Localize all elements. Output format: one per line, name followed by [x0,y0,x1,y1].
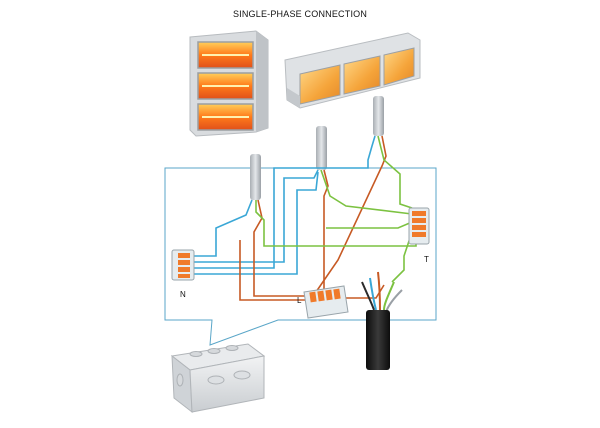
neutral-wires [184,135,376,275]
triple-lamp-vertical-heater [189,30,269,137]
supply-cable [361,271,403,370]
triple-lamp-horizontal-heater [284,32,421,109]
junction-box [170,343,266,414]
diagram-title: SINGLE-PHASE CONNECTION [232,9,368,19]
earth-wago-connector [408,207,430,245]
line-wago-connector [303,285,349,319]
connection-area-frame [164,167,437,346]
neutral-wago-connector [171,249,195,281]
earth-wires [255,135,417,283]
line-label: L [297,296,302,305]
neutral-label: N [180,290,186,299]
earth-label: T [424,255,429,264]
heater-cables [250,96,384,200]
